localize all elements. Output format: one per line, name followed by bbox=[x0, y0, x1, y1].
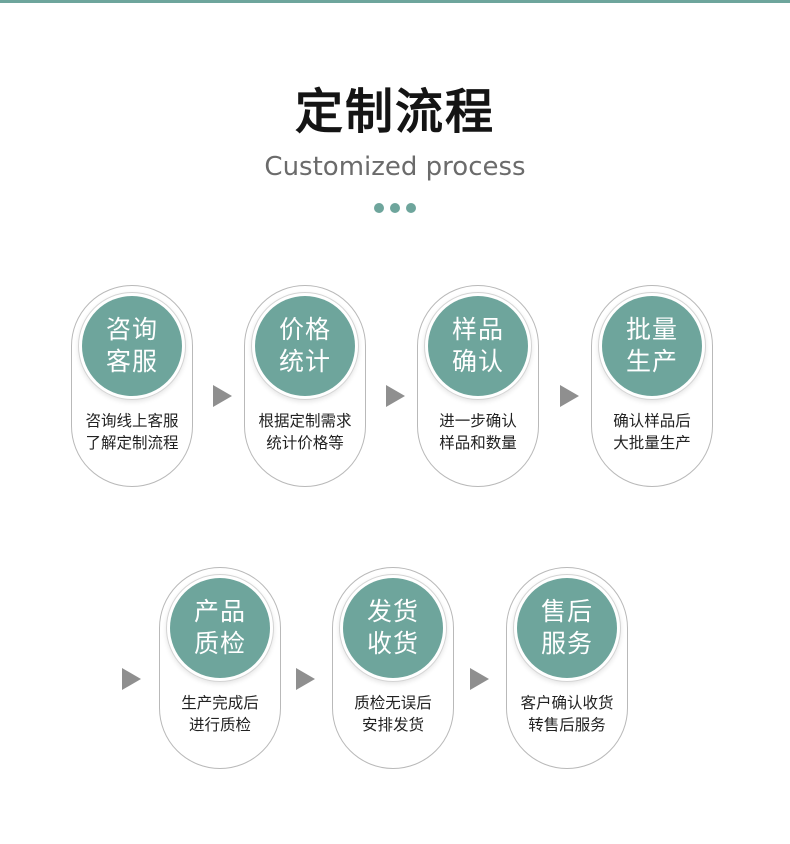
step-description: 根据定制需求 统计价格等 bbox=[245, 410, 365, 454]
right-arrow-icon bbox=[213, 385, 232, 407]
dot-icon bbox=[390, 203, 400, 213]
right-arrow-icon bbox=[560, 385, 579, 407]
desc-line1: 咨询线上客服 bbox=[85, 412, 179, 430]
badge-label-line1: 产品 bbox=[193, 597, 246, 626]
badge-label-line2: 客服 bbox=[105, 347, 158, 376]
badge-label-line2: 收货 bbox=[366, 629, 419, 658]
desc-line2: 安排发货 bbox=[361, 716, 424, 734]
step-description: 进一步确认 样品和数量 bbox=[418, 410, 538, 454]
desc-line1: 质检无误后 bbox=[354, 694, 432, 712]
badge-label-line2: 质检 bbox=[193, 629, 246, 658]
badge-label-line1: 价格 bbox=[278, 315, 331, 344]
right-arrow-icon bbox=[386, 385, 405, 407]
desc-line2: 进行质检 bbox=[188, 716, 251, 734]
step-description: 客户确认收货 转售后服务 bbox=[507, 692, 627, 736]
badge-label-line1: 批量 bbox=[625, 315, 678, 344]
right-arrow-icon bbox=[470, 668, 489, 690]
step-badge: 批量 生产 bbox=[602, 296, 702, 396]
step-card-shipping: 发货 收货 质检无误后 安排发货 bbox=[332, 567, 454, 769]
desc-line2: 了解定制流程 bbox=[85, 434, 179, 452]
step-card-pricing: 价格 统计 根据定制需求 统计价格等 bbox=[244, 285, 366, 487]
step-badge: 价格 统计 bbox=[255, 296, 355, 396]
desc-line2: 样品和数量 bbox=[439, 434, 517, 452]
badge-label-line1: 样品 bbox=[451, 315, 504, 344]
right-arrow-icon bbox=[122, 668, 141, 690]
desc-line1: 进一步确认 bbox=[439, 412, 517, 430]
step-badge: 发货 收货 bbox=[343, 578, 443, 678]
desc-line1: 生产完成后 bbox=[181, 694, 259, 712]
desc-line2: 大批量生产 bbox=[613, 434, 691, 452]
step-card-consult: 咨询 客服 咨询线上客服 了解定制流程 bbox=[71, 285, 193, 487]
badge-label-line1: 售后 bbox=[540, 597, 593, 626]
badge-label-line2: 确认 bbox=[451, 347, 504, 376]
step-badge: 售后 服务 bbox=[517, 578, 617, 678]
dot-icon bbox=[374, 203, 384, 213]
badge-label-line1: 发货 bbox=[366, 597, 419, 626]
step-card-production: 批量 生产 确认样品后 大批量生产 bbox=[591, 285, 713, 487]
step-description: 生产完成后 进行质检 bbox=[160, 692, 280, 736]
step-badge: 样品 确认 bbox=[428, 296, 528, 396]
decorative-dots bbox=[0, 203, 790, 213]
page-title: 定制流程 bbox=[294, 84, 495, 140]
step-badge: 产品 质检 bbox=[170, 578, 270, 678]
step-description: 确认样品后 大批量生产 bbox=[592, 410, 712, 454]
dot-icon bbox=[406, 203, 416, 213]
step-card-inspection: 产品 质检 生产完成后 进行质检 bbox=[159, 567, 281, 769]
desc-line2: 转售后服务 bbox=[528, 716, 606, 734]
desc-line1: 根据定制需求 bbox=[258, 412, 352, 430]
step-description: 咨询线上客服 了解定制流程 bbox=[72, 410, 192, 454]
step-card-sample: 样品 确认 进一步确认 样品和数量 bbox=[417, 285, 539, 487]
badge-label-line2: 统计 bbox=[278, 347, 331, 376]
desc-line1: 客户确认收货 bbox=[520, 694, 614, 712]
right-arrow-icon bbox=[296, 668, 315, 690]
top-accent-rule bbox=[0, 0, 790, 3]
badge-label-line1: 咨询 bbox=[105, 315, 158, 344]
step-description: 质检无误后 安排发货 bbox=[333, 692, 453, 736]
desc-line2: 统计价格等 bbox=[266, 434, 344, 452]
desc-line1: 确认样品后 bbox=[613, 412, 691, 430]
page-subtitle: Customized process bbox=[264, 152, 526, 182]
step-badge: 咨询 客服 bbox=[82, 296, 182, 396]
badge-label-line2: 生产 bbox=[625, 347, 678, 376]
step-card-aftersales: 售后 服务 客户确认收货 转售后服务 bbox=[506, 567, 628, 769]
badge-label-line2: 服务 bbox=[540, 629, 593, 658]
